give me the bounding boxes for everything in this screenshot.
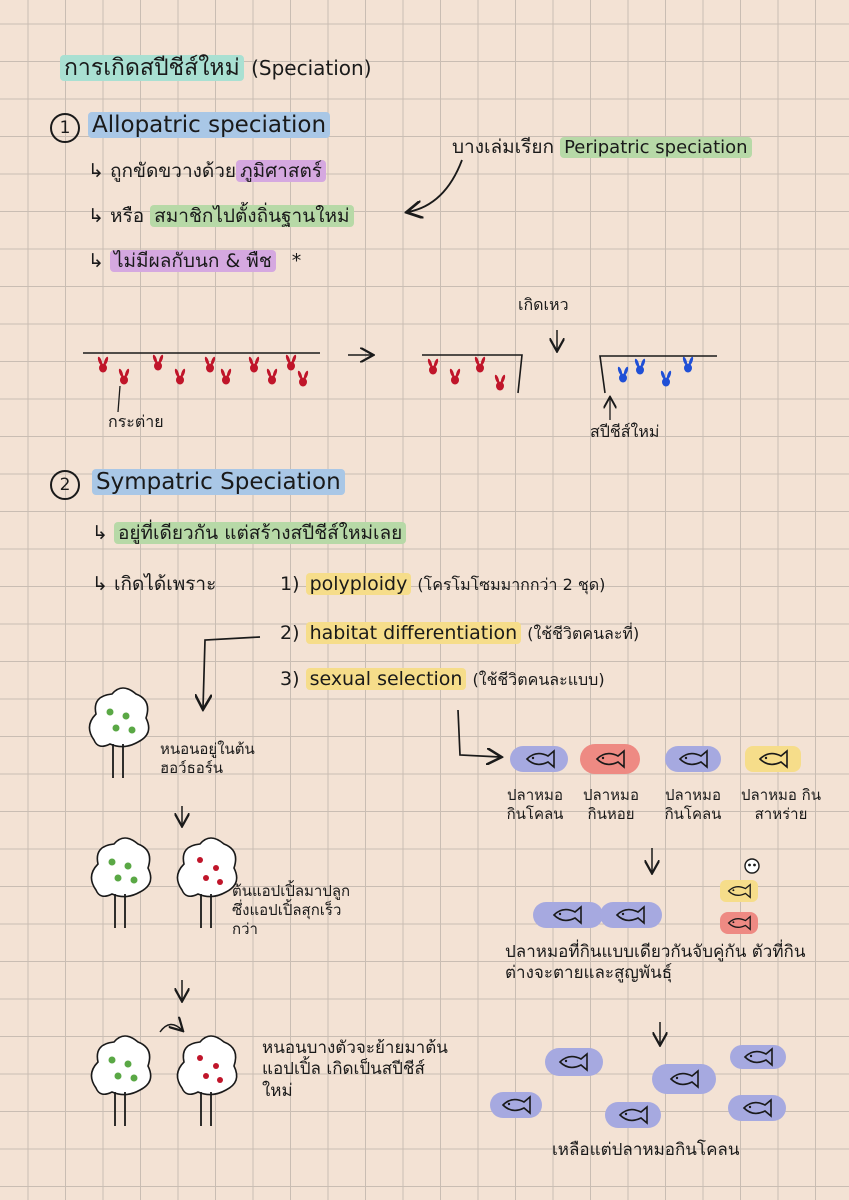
section1-line1: ↳ ถูกขัดขวางด้วยภูมิศาสตร์	[88, 160, 326, 183]
tree-note-2: ต้นแอปเปิ้ลมาปลูก ซึ่งแอปเปิ้ลสุกเร็วกว่…	[232, 882, 351, 938]
sub-arrow-icon: ↳	[88, 250, 104, 272]
rabbit-group-blue	[616, 356, 695, 387]
sub-arrow-icon: ↳	[88, 205, 104, 227]
title-main: การเกิดสปีชีส์ใหม่	[60, 55, 244, 81]
section1-line3: ↳ ไม่มีผลกับนก & พืช *	[88, 250, 302, 272]
section2-line2: ↳ เกิดได้เพราะ	[92, 573, 217, 595]
fish-label-4: ปลาหมอ กินสาหร่าย	[740, 786, 822, 823]
rabbit-group-red	[96, 354, 507, 391]
reason-1: 1) polyploidy (โครโมโซมมากกว่า 2 ชุด)	[280, 573, 606, 595]
section1-note: บางเล่มเรียก Peripatric speciation	[452, 136, 752, 159]
title-sub: (Speciation)	[251, 56, 372, 80]
tree-hawthorn-2	[90, 837, 152, 929]
tree-apple	[176, 837, 238, 929]
fish-label-2: ปลาหมอ กินหอย	[583, 786, 639, 823]
sub-arrow-icon: ↳	[88, 160, 104, 182]
sub-arrow-icon: ↳	[92, 522, 108, 544]
sub-arrow-icon: ↳	[92, 573, 108, 595]
tree-note-3: หนอนบางตัวจะย้ายมาต้นแอปเปิ้ล เกิดเป็นสป…	[262, 1038, 448, 1101]
arrow-curve-move	[159, 1024, 182, 1032]
tree-apple-2	[176, 1035, 238, 1127]
section2-line1: ↳ อยู่ที่เดียวกัน แต่สร้างสปีชีส์ใหม่เลย	[92, 522, 407, 545]
fish-label-3: ปลาหมอ กินโคลน	[664, 786, 722, 823]
ground-line-2	[422, 354, 523, 394]
tree-hawthorn	[88, 687, 150, 779]
reason-2: 2) habitat differentiation (ใช้ชีวิตคนละ…	[280, 622, 640, 644]
new-species-label: สปีชีส์ใหม่	[590, 422, 660, 441]
curve-arrow	[408, 159, 463, 212]
section1-heading: Allopatric speciation	[88, 112, 331, 140]
pointer-line	[117, 385, 121, 413]
fish-note: ปลาหมอที่กินแบบเดียวกันจับคู่กัน ตัวที่ก…	[505, 942, 806, 984]
fish-label-1: ปลาหมอ กินโคลน	[506, 786, 564, 823]
ground-line-3	[599, 355, 717, 394]
tree-note-1: หนอนอยู่ในต้นฮอว์ธอร์น	[160, 740, 255, 777]
arrow-to-fish	[457, 709, 500, 757]
skull-icon	[744, 858, 760, 874]
rabbit-label: กระต่าย	[108, 412, 164, 431]
reason-3: 3) sexual selection (ใช้ชีวิตคนละแบบ)	[280, 668, 605, 690]
section2-number: 2	[50, 470, 80, 500]
tree-hawthorn-3	[90, 1035, 152, 1127]
fish-result: เหลือแต่ปลาหมอกินโคลน	[552, 1140, 740, 1160]
section2-heading: Sympatric Speciation	[92, 469, 345, 497]
page-title: การเกิดสปีชีส์ใหม่ (Speciation)	[60, 55, 372, 83]
arrow-to-trees	[203, 636, 261, 708]
section1-number: 1	[50, 113, 80, 143]
event-label: เกิดเหว	[518, 295, 569, 314]
section1-line2: ↳ หรือ สมาชิกไปตั้งถิ่นฐานใหม่	[88, 205, 354, 228]
